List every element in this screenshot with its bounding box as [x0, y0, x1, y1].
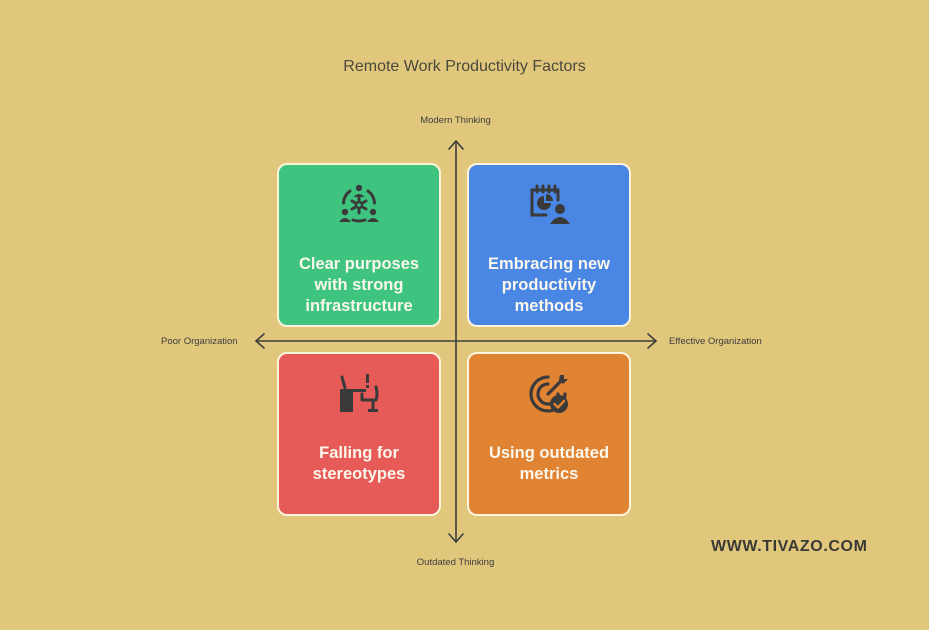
quadrant-label: Clear purposes with strong infrastructur… [298, 255, 420, 315]
quadrant-label: Falling for stereotypes [312, 444, 406, 483]
quadrant-top-right: Embracing new productivity methods [467, 163, 631, 327]
down-arrow-icon [448, 533, 464, 543]
axis-label-bottom: Outdated Thinking [416, 557, 495, 568]
axis-label-right: Effective Organization [669, 336, 762, 347]
quadrant-label: Using outdated metrics [488, 444, 610, 483]
calendar-chart-person-icon [530, 184, 570, 224]
watermark: WWW.TIVAZO.COM [711, 538, 868, 555]
axis-label-top: Modern Thinking [420, 115, 491, 126]
target-check-icon [529, 375, 568, 413]
up-arrow-icon [448, 140, 464, 150]
diagram-title: Remote Work Productivity Factors [343, 58, 586, 75]
axis-label-left: Poor Organization [161, 336, 238, 347]
quadrant-bottom-right: Using outdated metrics [467, 352, 631, 516]
team-gear-icon [339, 184, 379, 223]
desk-chair-alert-icon [340, 374, 379, 412]
quadrant-label: Embracing new productivity methods [488, 255, 610, 315]
quadrant-top-left: Clear purposes with strong infrastructur… [277, 163, 441, 327]
quadrant-bottom-left: Falling for stereotypes [277, 352, 441, 516]
right-arrow-icon [647, 333, 657, 349]
left-arrow-icon [255, 333, 265, 349]
